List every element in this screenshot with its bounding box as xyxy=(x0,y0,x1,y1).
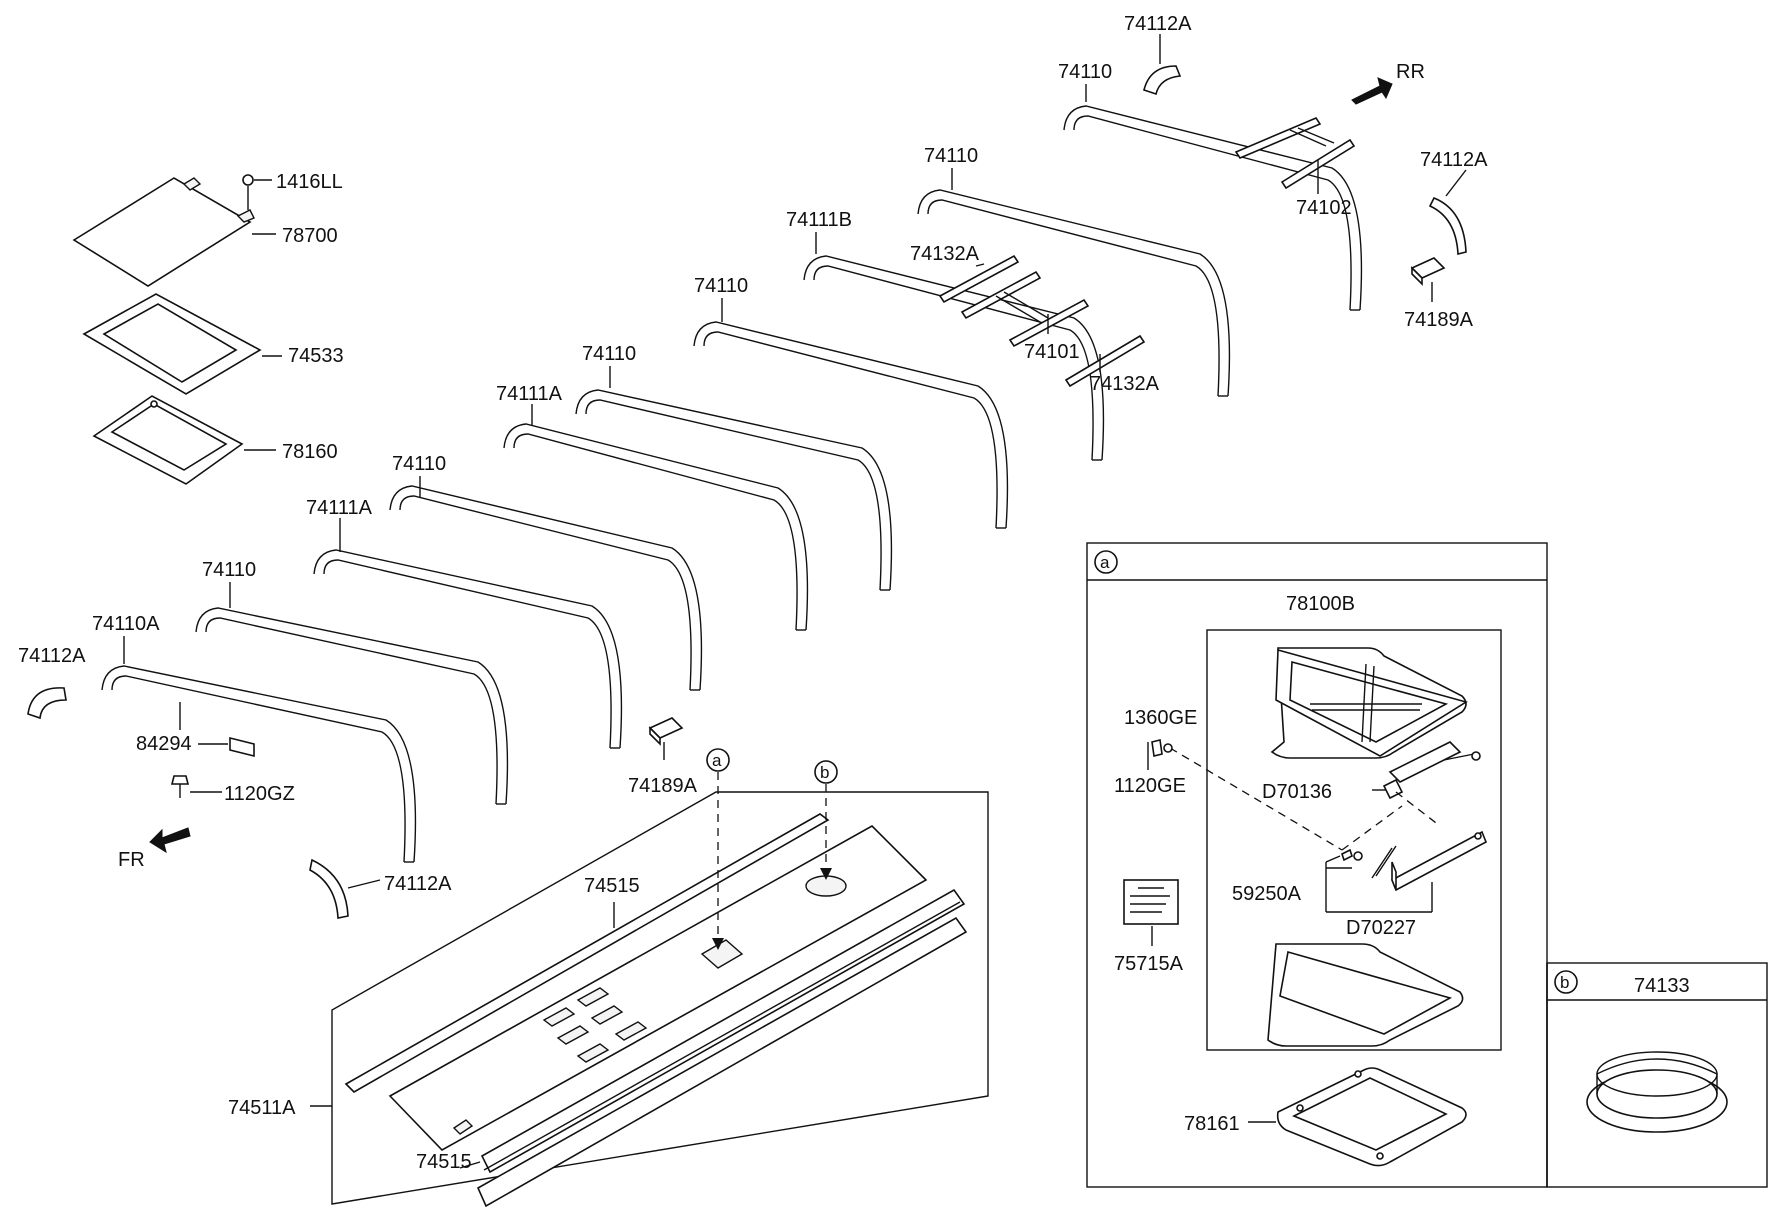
part-78700-cover: 78700 xyxy=(72,177,338,287)
roof-bow: 74111B xyxy=(786,209,1105,461)
label-74101: 74101 xyxy=(1024,341,1080,363)
roof-bow-label: 74110 xyxy=(924,145,978,167)
roof-bows: 74110 74110 74111B 74110 74110 74111A 74110 741… xyxy=(92,61,1363,863)
rear-direction-indicator: RR xyxy=(1351,61,1425,105)
label-74515-bottom: 74515 xyxy=(416,1151,472,1173)
roof-bow: 74110 xyxy=(693,275,1009,529)
roof-bow: 74110 xyxy=(389,453,703,691)
roof-bow-label: 74111B xyxy=(786,209,852,231)
roof-bow: 74110 xyxy=(195,559,509,805)
roof-bow-label: 74110 xyxy=(202,559,256,581)
roof-bow-label: 74110 xyxy=(582,343,636,365)
roof-bow: 74110 xyxy=(575,343,893,591)
label-84294: 84294 xyxy=(136,733,192,755)
front-direction-indicator: FR xyxy=(118,827,191,871)
label-75715A: 75715A xyxy=(1114,953,1184,975)
part-74101-ladder: 74101 xyxy=(960,270,1090,363)
label-D70136: D70136 xyxy=(1262,781,1332,803)
rear-arrow-icon xyxy=(1351,77,1393,105)
roof-bow: 74110A xyxy=(92,613,417,863)
label-1416LL: 1416LL xyxy=(276,171,343,193)
roof-panel-assembly: 74515 74511A 74515 xyxy=(228,791,989,1208)
roof-bow: 74110 xyxy=(1058,61,1363,311)
detail-b-box: b 74133 xyxy=(1546,962,1768,1188)
part-74102-ladder: 74102 xyxy=(1234,117,1356,219)
roof-bow-label: 74110 xyxy=(694,275,748,297)
svg-text:a: a xyxy=(712,751,722,770)
label-1120GZ: 1120GZ xyxy=(224,783,295,805)
roof-bow: 74111A xyxy=(306,497,623,749)
svg-text:b: b xyxy=(820,763,829,782)
label-78100B: 78100B xyxy=(1286,593,1355,615)
label-74511A: 74511A xyxy=(228,1097,296,1119)
label-74112A-left: 74112A xyxy=(18,645,86,667)
roof-bow-label: 74110 xyxy=(1058,61,1112,83)
label-D70227: D70227 xyxy=(1346,917,1416,939)
part-74132A-a: 74132A xyxy=(910,243,1020,304)
roof-bow-label: 74110A xyxy=(92,613,160,635)
part-1416LL-screw: 1416LL xyxy=(242,171,343,210)
label-1120GE: 1120GE xyxy=(1114,775,1186,797)
roof-bow-label: 74111A xyxy=(496,383,563,405)
front-arrow-icon xyxy=(149,827,191,854)
roof-bow-label: 74111A xyxy=(306,497,373,519)
detail-a-box: a 78100B D70136 59250A D70227 xyxy=(1086,542,1548,1188)
label-74102: 74102 xyxy=(1296,197,1352,219)
callout-a: a xyxy=(706,748,730,950)
front-label: FR xyxy=(118,849,145,871)
roof-bow-label: 74110 xyxy=(392,453,446,475)
part-74112A-left: 74112A xyxy=(18,645,86,720)
detail-a-tag: a xyxy=(1100,553,1110,572)
part-84294-bracket: 84294 xyxy=(136,702,255,758)
part-74132A-b: 74132A xyxy=(1064,334,1160,395)
label-74515-top: 74515 xyxy=(584,875,640,897)
part-74533-frame: 74533 xyxy=(82,293,344,395)
label-74112A-bottom: 74112A xyxy=(384,873,452,895)
rear-label: RR xyxy=(1396,61,1425,83)
part-74189A-right: 74189A xyxy=(1404,257,1474,331)
label-78161: 78161 xyxy=(1184,1113,1240,1135)
label-1360GE: 1360GE xyxy=(1124,707,1197,729)
label-74112A-top: 74112A xyxy=(1124,13,1192,35)
part-74112A-bottom: 74112A xyxy=(309,858,452,919)
label-78700: 78700 xyxy=(282,225,338,247)
roof-bow: 74111A xyxy=(496,383,809,631)
part-78160-tray: 78160 xyxy=(92,395,338,485)
part-74112A-right: 74112A xyxy=(1420,149,1488,256)
label-74189A-right: 74189A xyxy=(1404,309,1474,331)
part-74112A-top: 74112A xyxy=(1124,13,1192,96)
label-74533: 74533 xyxy=(288,345,344,367)
part-74189A-mid: 74189A xyxy=(628,717,698,797)
callout-b: b xyxy=(814,760,838,880)
label-59250A: 59250A xyxy=(1232,883,1302,905)
label-74133: 74133 xyxy=(1634,975,1690,997)
label-74132A-b: 74132A xyxy=(1090,373,1160,395)
label-78160: 78160 xyxy=(282,441,338,463)
label-74112A-right: 74112A xyxy=(1420,149,1488,171)
detail-b-tag: b xyxy=(1560,973,1569,992)
roof-bow: 74110 xyxy=(917,145,1231,397)
part-1120GZ-bolt: 1120GZ xyxy=(170,775,295,805)
label-74189A-mid: 74189A xyxy=(628,775,698,797)
label-74132A-a: 74132A xyxy=(910,243,980,265)
